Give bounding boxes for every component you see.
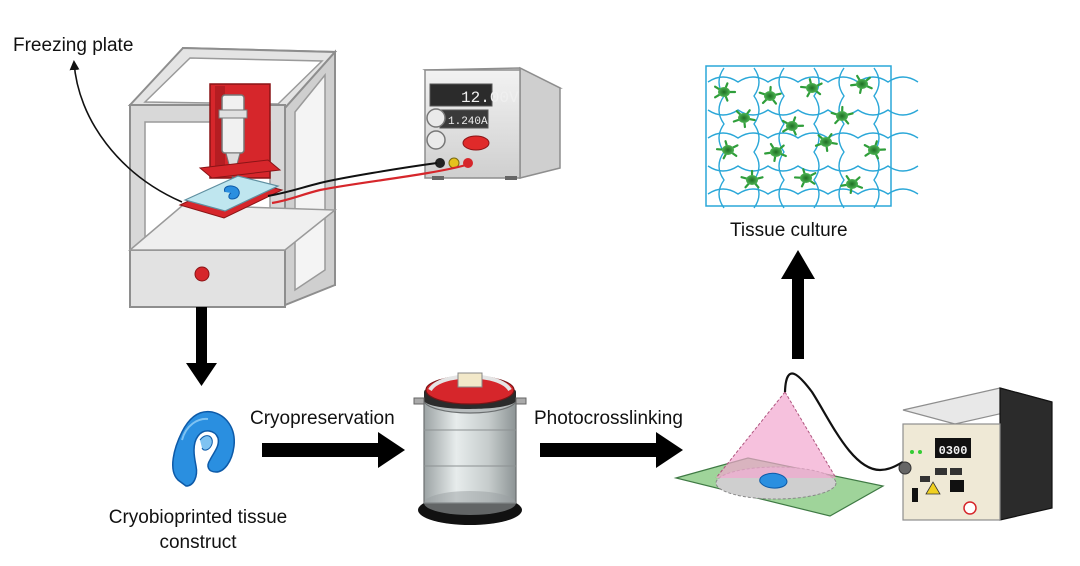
cell <box>793 168 817 188</box>
cell <box>764 142 787 163</box>
cell <box>758 85 782 105</box>
tissue-culture-icon <box>705 65 919 209</box>
cell <box>799 78 823 98</box>
freezing-plate-pointer <box>69 60 183 203</box>
uv-display-readout: 0300 <box>939 444 968 458</box>
arrow-right-cryopreservation <box>262 432 405 468</box>
collagen-fiber <box>707 109 919 116</box>
current-readout: 1.240A <box>448 116 488 128</box>
uv-device-icon <box>673 372 1053 521</box>
collagen-fiber <box>813 67 820 209</box>
construct-label-line2: construct <box>159 532 237 553</box>
arrow-down <box>186 307 217 386</box>
collagen-fiber <box>707 188 919 195</box>
voltage-readout: 12.00V <box>461 89 519 107</box>
collagen-fiber <box>707 165 919 172</box>
cell <box>740 169 764 189</box>
construct-label-line1: Cryobioprinted tissue <box>108 507 288 528</box>
cell <box>715 140 739 160</box>
cell <box>781 116 805 136</box>
cell <box>840 175 864 195</box>
ear-construct-icon <box>172 410 235 487</box>
freezing-plate-label: Freezing plate <box>13 35 134 56</box>
tissue-culture-label: Tissue culture <box>730 220 848 241</box>
arrow-right-photocrosslinking <box>540 432 683 468</box>
red-wire <box>271 163 467 205</box>
cryo-tank-icon <box>413 372 527 525</box>
cell <box>863 140 887 160</box>
photocrosslinking-label: Photocrosslinking <box>534 408 683 429</box>
cell <box>714 82 737 102</box>
cell <box>814 133 838 153</box>
cryopreservation-label: Cryopreservation <box>250 408 395 429</box>
arrow-up <box>781 250 815 359</box>
collagen-fiber <box>707 76 919 83</box>
printer-icon <box>127 46 338 308</box>
cell <box>850 74 873 94</box>
collagen-fiber <box>707 132 919 139</box>
collagen-fiber <box>873 67 880 209</box>
power-supply-icon <box>422 66 563 180</box>
cell <box>732 109 756 129</box>
black-wire <box>267 162 438 197</box>
collagen-fiber <box>838 67 845 209</box>
cell <box>830 105 854 125</box>
collagen-fiber <box>778 67 785 209</box>
